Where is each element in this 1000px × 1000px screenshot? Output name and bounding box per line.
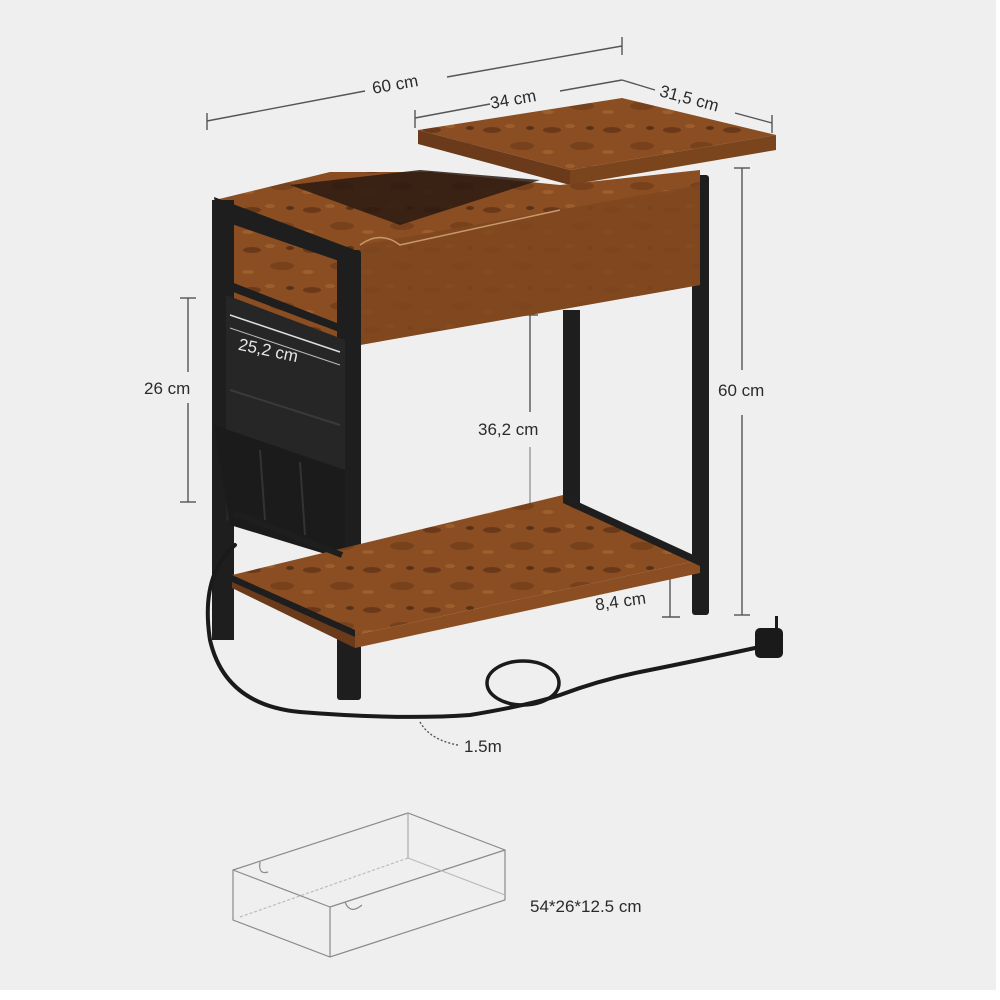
side-pocket [214,295,345,560]
flip-top-lid [418,98,776,185]
pocket-height-label: 26 cm [144,379,191,398]
drawer-dimensions-label: 54*26*12.5 cm [530,897,642,916]
cross-bar [232,510,344,558]
bottom-shelf [232,495,700,648]
drawer-outline-sketch [232,812,506,958]
shelf-clearance-label: 36,2 cm [478,420,539,439]
total-height-label: 60 cm [718,381,765,400]
cable-length-label: 1.5m [464,737,502,756]
power-cable [205,543,757,719]
plug-icon [755,616,783,658]
